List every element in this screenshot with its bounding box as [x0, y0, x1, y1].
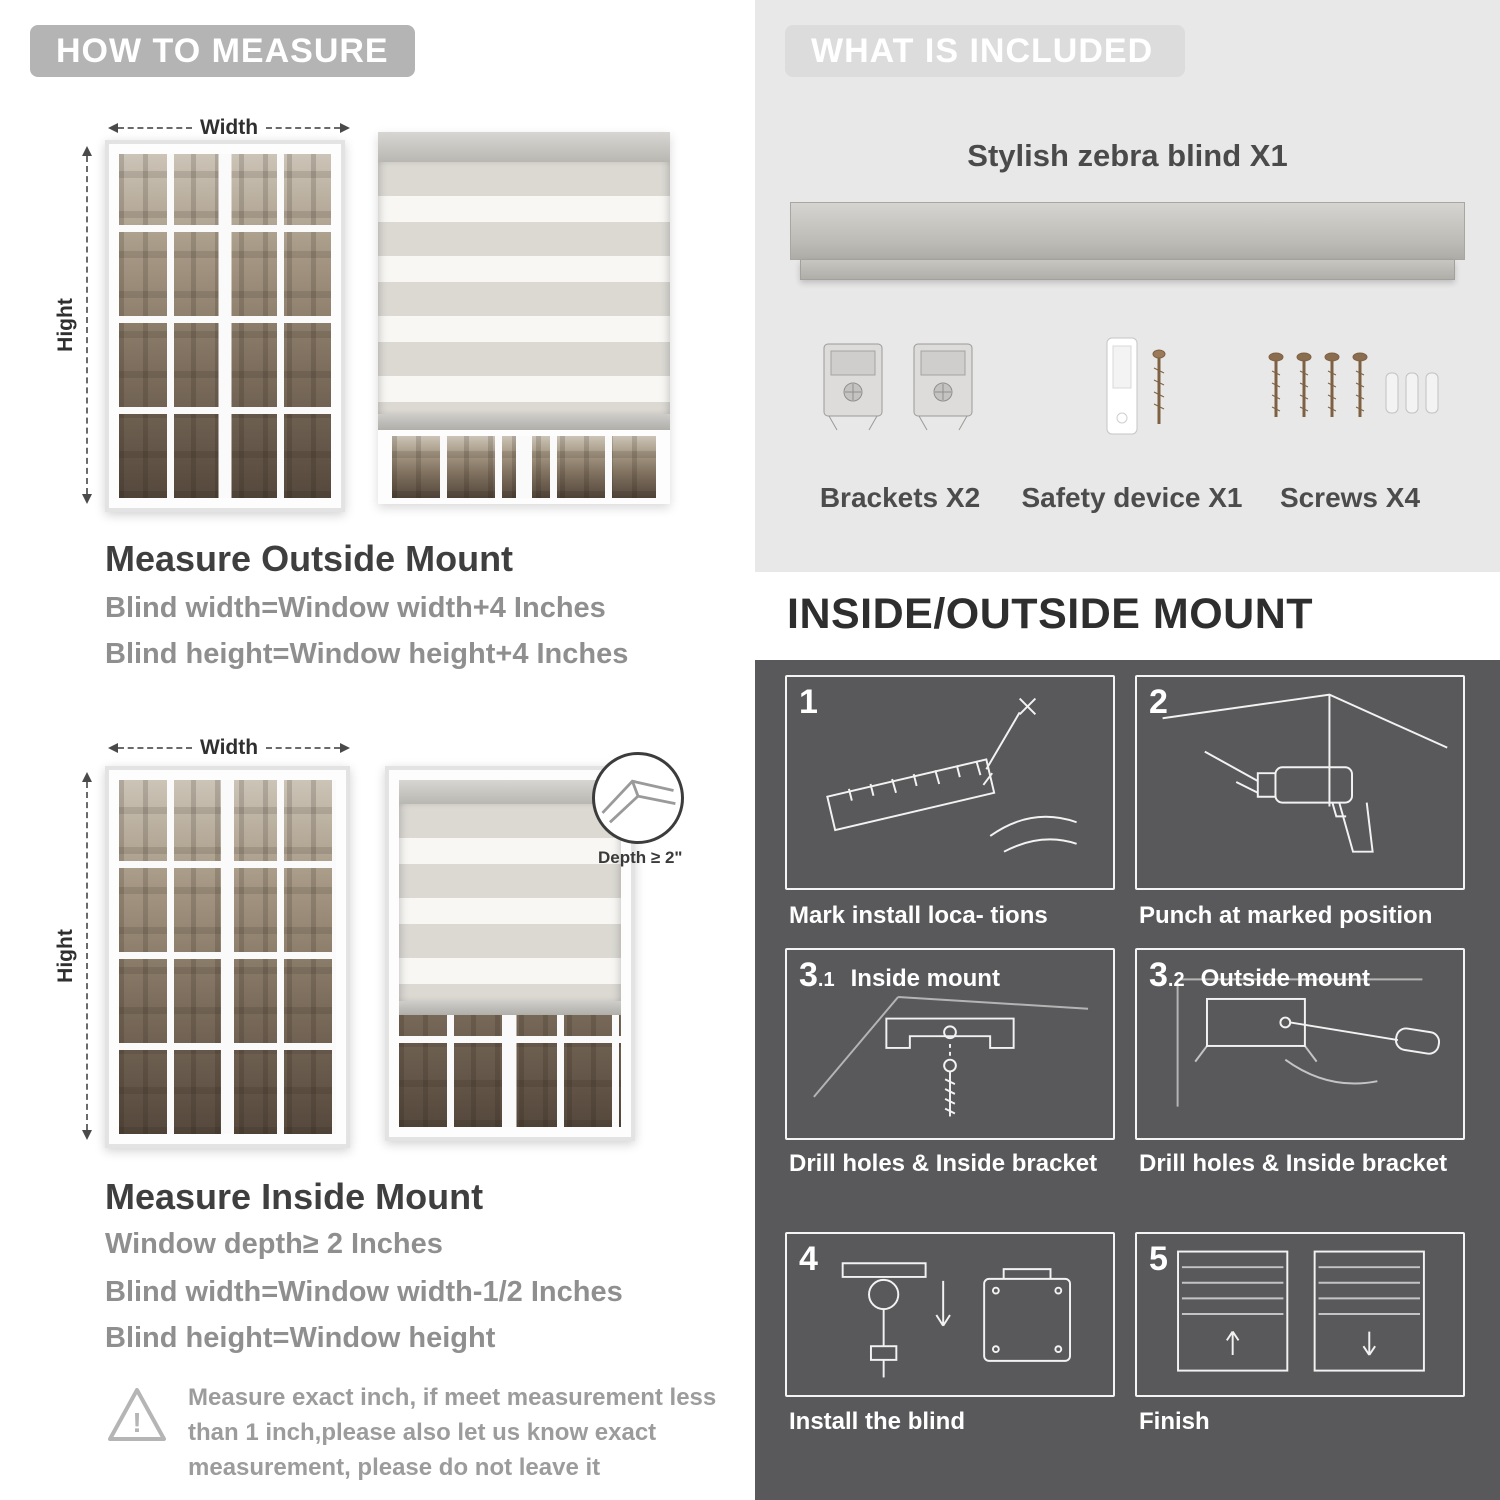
- note-line-3: measurement, please do not leave it: [188, 1454, 601, 1481]
- arrow-down-icon: [82, 494, 92, 504]
- step-number: 3: [1149, 956, 1168, 994]
- blind-cassette: [399, 780, 621, 804]
- mark-locations-illustration: [826, 697, 1077, 853]
- height-label: Hight: [54, 292, 78, 358]
- blind-item-label: Stylish zebra blind X1: [967, 138, 1288, 173]
- arrow-left-icon: [108, 743, 118, 753]
- window-sliver: [392, 436, 656, 498]
- arrow-down-icon: [82, 1130, 92, 1140]
- outside-rule-width: Blind width=Window width+4 Inches: [105, 592, 606, 624]
- note-line-1: Measure exact inch, if meet measurement …: [188, 1384, 717, 1411]
- width-label: Width: [199, 736, 259, 759]
- install-blind-illustration: [841, 1262, 1071, 1378]
- screws-icon: [1260, 345, 1450, 450]
- outside-mount-title: Measure Outside Mount: [105, 538, 514, 579]
- inside-rule-width: Blind width=Window width-1/2 Inches: [105, 1276, 623, 1308]
- inside-bracket-illustration: [813, 996, 1089, 1117]
- blind-headrail-illustration: [790, 202, 1465, 280]
- blind-bottom-rail: [378, 414, 670, 430]
- step-number: 2: [1149, 683, 1168, 721]
- step-caption-2: Punch at marked position: [1139, 902, 1433, 929]
- width-label: Width: [199, 116, 259, 139]
- step-caption-3-1: Drill holes & Inside bracket: [789, 1150, 1098, 1177]
- window-photo-inside: [105, 766, 350, 1148]
- step-caption-4: Install the blind: [789, 1408, 966, 1435]
- outside-width-dimension: Width: [108, 116, 350, 140]
- inside-mount-title: Measure Inside Mount: [105, 1176, 484, 1217]
- what-is-included-section: WHAT IS INCLUDED Stylish zebra blind X1: [755, 0, 1500, 572]
- arrow-up-icon: [82, 772, 92, 782]
- arrow-right-icon: [340, 123, 350, 133]
- depth-label: Depth ≥ 2": [598, 848, 683, 867]
- blind-stripes: [378, 162, 670, 414]
- note-line-2: than 1 inch,please also let us know exac…: [188, 1419, 657, 1446]
- how-to-measure-header: HOW TO MEASURE: [30, 25, 415, 77]
- step-box-2: 2: [1135, 675, 1465, 890]
- step-tag: Inside mount: [850, 965, 1000, 992]
- step-caption-1: Mark install loca- tions: [789, 902, 1048, 929]
- outside-height-dimension: Hight: [54, 146, 94, 504]
- step-box-3-2: 3.2 Outside mount: [1135, 948, 1465, 1140]
- step-box-5: 5: [1135, 1232, 1465, 1397]
- height-label: Hight: [54, 923, 78, 989]
- window-sliver-frame: [378, 430, 670, 504]
- step-caption-3-2: Drill holes & Inside bracket: [1139, 1150, 1448, 1177]
- step-number: 5: [1149, 1240, 1168, 1278]
- mount-section-title: INSIDE/OUTSIDE MOUNT: [787, 590, 1314, 638]
- safety-device-icon: [1085, 332, 1195, 452]
- window-panes: [119, 780, 336, 1134]
- arrow-up-icon: [82, 146, 92, 156]
- step-box-1: 1: [785, 675, 1115, 890]
- screws-label: Screws X4: [1279, 482, 1421, 513]
- warning-icon: !: [103, 1382, 171, 1450]
- safety-device-label: Safety device X1: [1021, 482, 1243, 513]
- step-box-3-1: 3.1 Inside mount: [785, 948, 1115, 1140]
- measure-note: Measure exact inch, if meet measurement …: [188, 1380, 716, 1485]
- drill-illustration: [1162, 693, 1448, 853]
- brackets-label: Brackets X2: [819, 482, 981, 513]
- finish-illustration: [1177, 1250, 1425, 1372]
- inside-width-dimension: Width: [108, 736, 350, 760]
- inside-rule-height: Blind height=Window height: [105, 1322, 496, 1354]
- window-photo-outside: [105, 140, 345, 512]
- arrow-left-icon: [108, 123, 118, 133]
- blind-bottom-rail: [399, 1001, 621, 1015]
- step-number: 1: [799, 683, 818, 721]
- outside-rule-height: Blind height=Window height+4 Inches: [105, 638, 629, 670]
- zebra-blind-inside: [399, 780, 621, 1015]
- step-number: 4: [799, 1240, 818, 1278]
- brackets-icon: [817, 338, 979, 436]
- step-caption-5: Finish: [1139, 1408, 1210, 1435]
- step-tag: Outside mount: [1200, 965, 1370, 992]
- svg-text:!: !: [132, 1407, 141, 1438]
- blind-cassette: [378, 132, 670, 162]
- arrow-right-icon: [340, 743, 350, 753]
- outside-bracket-illustration: [1176, 978, 1441, 1107]
- zebra-blind-outside: [378, 132, 670, 504]
- mount-steps-section: 1 Mark install loca- tions 2 Punch at ma…: [755, 660, 1500, 1500]
- inside-rule-depth: Window depth≥ 2 Inches: [105, 1228, 443, 1260]
- window-panes: [119, 154, 331, 498]
- depth-callout-circle: [592, 752, 684, 844]
- step-box-4: 4: [785, 1232, 1115, 1397]
- step-number: 3: [799, 956, 818, 994]
- window-with-inset-blind: [385, 766, 635, 1141]
- mount-title-strip: INSIDE/OUTSIDE MOUNT: [755, 572, 1500, 660]
- what-is-included-header: WHAT IS INCLUDED: [785, 25, 1185, 77]
- inside-height-dimension: Hight: [54, 772, 94, 1140]
- window-corner-detail-icon: [601, 779, 676, 824]
- blind-stripes: [399, 804, 621, 1001]
